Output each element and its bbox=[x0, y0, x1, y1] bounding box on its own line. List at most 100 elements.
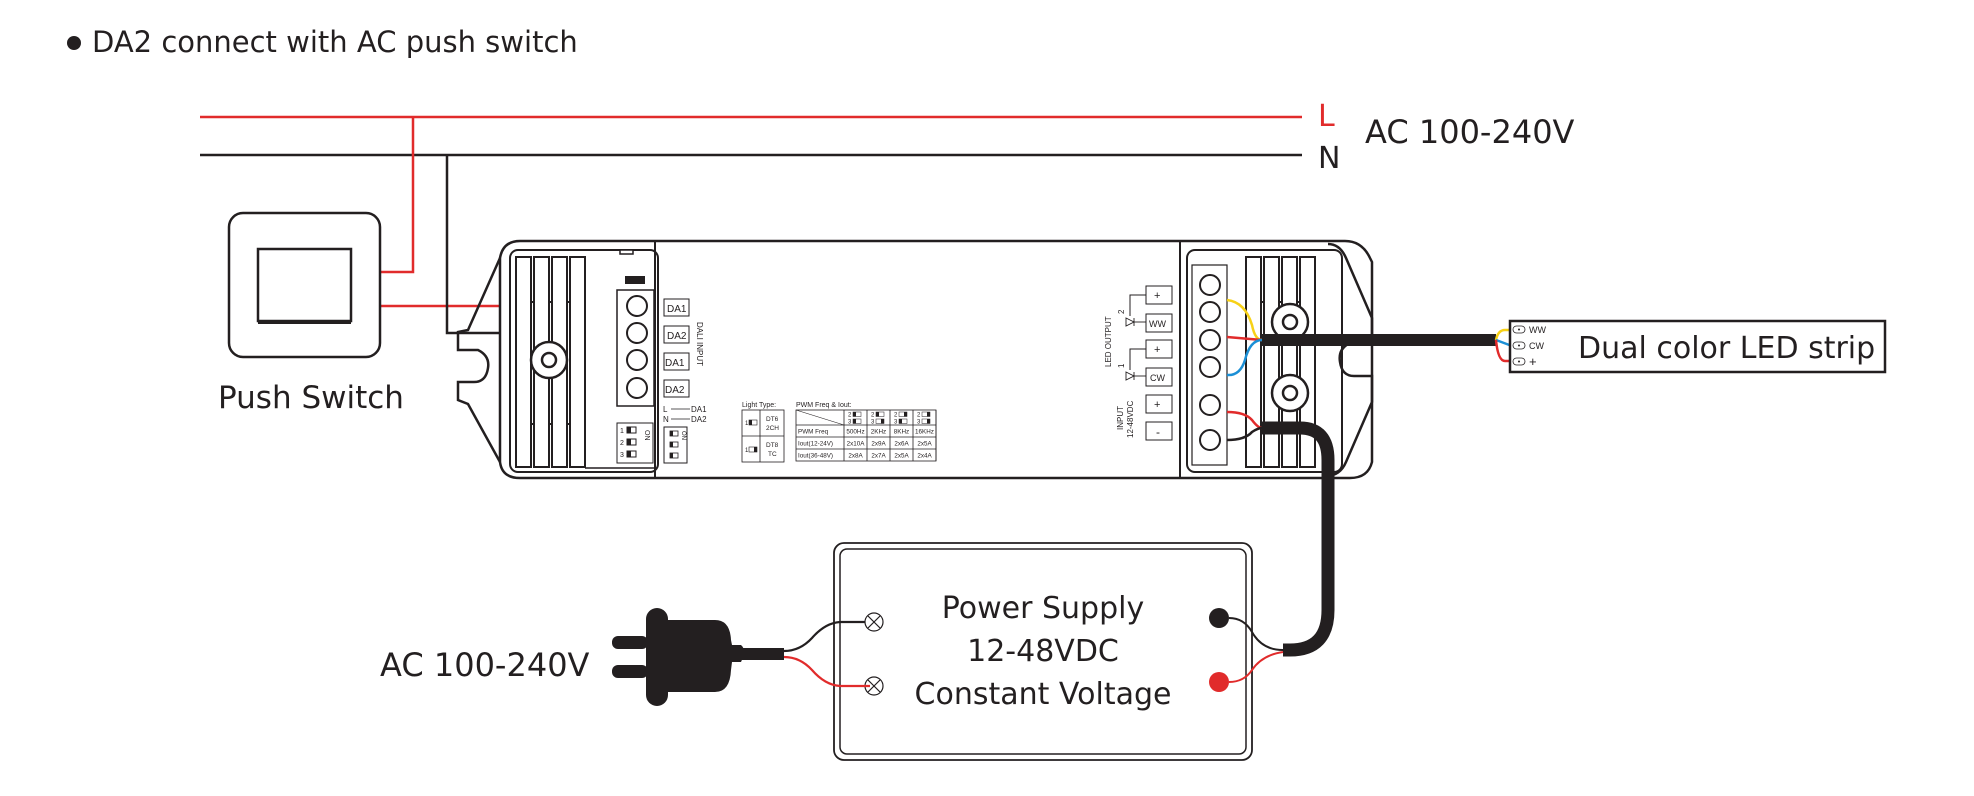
plus-wire bbox=[1226, 335, 1263, 342]
dip-switch-left[interactable]: ON 1 2 3 bbox=[616, 422, 654, 464]
ac-terminal-icon bbox=[864, 612, 884, 696]
label-da2-b: DA2 bbox=[665, 385, 685, 396]
pwm-cell: 16KHz bbox=[915, 429, 934, 436]
ch1-plus-label: + bbox=[1154, 344, 1160, 356]
n-target-label: DA2 bbox=[691, 415, 707, 424]
l-target-label: DA1 bbox=[691, 405, 707, 414]
led-strip: WW CW + Dual color LED strip bbox=[1508, 319, 1887, 374]
strip-pin-ww: WW bbox=[1529, 325, 1546, 335]
input-minus-wire bbox=[1226, 426, 1263, 442]
ac-live-wire bbox=[783, 620, 865, 653]
terminal-da1-b[interactable] bbox=[626, 349, 648, 371]
dip-switch-right[interactable]: ON bbox=[663, 426, 688, 464]
dali-controller: ON 1 2 3 DA1 DA2 DA1 DA2 DALI INPUT L DA… bbox=[456, 239, 1374, 480]
l-label: L bbox=[663, 405, 668, 414]
diagram-title: DA2 connect with AC push switch bbox=[92, 25, 578, 59]
live-label: L bbox=[1318, 99, 1335, 134]
live-to-switch-wire bbox=[380, 117, 415, 274]
dali-input-label: DALI INPUT bbox=[695, 322, 704, 366]
light-type-table bbox=[741, 409, 785, 463]
terminal-input-plus[interactable] bbox=[1199, 394, 1221, 416]
ch2-ww-label: WW bbox=[1149, 319, 1166, 329]
led-output-label: LED OUTPUT bbox=[1104, 316, 1113, 367]
label-da2: DA2 bbox=[667, 331, 687, 342]
pwm-cell: 2x5A bbox=[917, 441, 932, 448]
channel-1-number: 1 bbox=[1117, 363, 1126, 368]
bullet-icon bbox=[67, 36, 81, 50]
pwm-cell: 2x4A bbox=[917, 453, 932, 460]
terminal-input-minus[interactable] bbox=[1199, 429, 1221, 451]
led-cable bbox=[1262, 334, 1496, 346]
pwm-header-switch-label: 2 bbox=[848, 413, 852, 419]
input-plus-label: + bbox=[1154, 399, 1160, 411]
terminal-da1[interactable] bbox=[626, 295, 648, 317]
svg-text:2CH: 2CH bbox=[766, 425, 779, 432]
light-type-title: Light Type: bbox=[742, 402, 776, 409]
pwm-row-label: Iout(36-48V) bbox=[798, 453, 833, 460]
svg-text:ON: ON bbox=[643, 430, 650, 441]
pwm-header-switch-label: 3 bbox=[871, 420, 875, 426]
ch1-cw-label: CW bbox=[1150, 373, 1165, 383]
psu-voltage: 12-48VDC bbox=[967, 634, 1119, 669]
input-minus-label: - bbox=[1156, 425, 1160, 439]
pwm-header-switch-label: 2 bbox=[917, 413, 921, 419]
svg-text:1: 1 bbox=[745, 421, 749, 427]
pwm-row-label: PWM Freq bbox=[798, 429, 829, 436]
pwm-header-switch-label: 2 bbox=[871, 413, 875, 419]
pwm-cell: 2x9A bbox=[871, 441, 886, 448]
pwm-row-label: Iout(12-24V) bbox=[798, 441, 833, 448]
push-switch-label: Push Switch bbox=[218, 380, 404, 416]
psu-title: Power Supply bbox=[942, 591, 1144, 626]
cw-wire bbox=[1226, 338, 1263, 377]
pwm-cell: 2KHz bbox=[871, 429, 886, 436]
pwm-cell: 8KHz bbox=[894, 429, 909, 436]
ac-neutral-wire bbox=[783, 655, 870, 688]
led-diode-icon bbox=[1125, 317, 1146, 381]
dc-plus-terminal bbox=[1209, 672, 1229, 692]
pwm-cell: 500Hz bbox=[846, 429, 864, 436]
input-voltage-label: 12-48VDC bbox=[1126, 400, 1135, 438]
label-da1-b: DA1 bbox=[665, 358, 685, 369]
label-da1: DA1 bbox=[667, 304, 687, 315]
pwm-header-switch-label: 2 bbox=[894, 413, 898, 419]
switch-rocker[interactable] bbox=[256, 247, 353, 323]
strip-pin-cw: CW bbox=[1529, 341, 1544, 351]
terminal-cw[interactable] bbox=[1199, 356, 1221, 378]
pwm-cell: 2x10A bbox=[847, 441, 866, 448]
pwm-header-switch-label: 3 bbox=[894, 420, 898, 426]
strip-pin-plus: + bbox=[1529, 354, 1537, 369]
svg-text:1: 1 bbox=[745, 448, 749, 454]
mains-voltage-label: AC 100-240V bbox=[1365, 113, 1575, 151]
pwm-cell: 2x8A bbox=[848, 453, 863, 460]
svg-text:ON: ON bbox=[680, 431, 686, 440]
ch2-plus-label: + bbox=[1154, 290, 1160, 302]
plug-voltage-label: AC 100-240V bbox=[380, 646, 590, 684]
ac-plug-icon bbox=[612, 608, 784, 706]
svg-text:2: 2 bbox=[620, 440, 624, 447]
pwm-header-switch-label: 3 bbox=[848, 420, 852, 426]
svg-text:TC: TC bbox=[768, 451, 777, 458]
led-strip-label: Dual color LED strip bbox=[1578, 331, 1875, 366]
channel-2-number: 2 bbox=[1117, 309, 1126, 314]
svg-text:DT8: DT8 bbox=[766, 442, 779, 449]
terminal-ww[interactable] bbox=[1199, 301, 1221, 323]
terminal-da2-b[interactable] bbox=[626, 377, 648, 399]
svg-text:1: 1 bbox=[620, 428, 624, 435]
n-label: N bbox=[663, 415, 669, 424]
input-label: INPUT bbox=[1116, 406, 1125, 430]
terminal-ww-plus[interactable] bbox=[1199, 274, 1221, 296]
pwm-table-title: PWM Freq & Iout: bbox=[796, 402, 852, 409]
status-led bbox=[625, 276, 645, 284]
push-switch[interactable] bbox=[227, 211, 382, 359]
terminal-cw-plus[interactable] bbox=[1199, 329, 1221, 351]
pwm-cell: 2x6A bbox=[894, 441, 909, 448]
pwm-header-switch-label: 3 bbox=[917, 420, 921, 426]
switch-frame bbox=[227, 211, 382, 359]
terminal-da2[interactable] bbox=[626, 322, 648, 344]
neutral-label: N bbox=[1318, 141, 1340, 176]
pwm-cell: 2x7A bbox=[871, 453, 886, 460]
svg-text:3: 3 bbox=[620, 452, 624, 459]
dc-cable bbox=[1262, 421, 1335, 657]
